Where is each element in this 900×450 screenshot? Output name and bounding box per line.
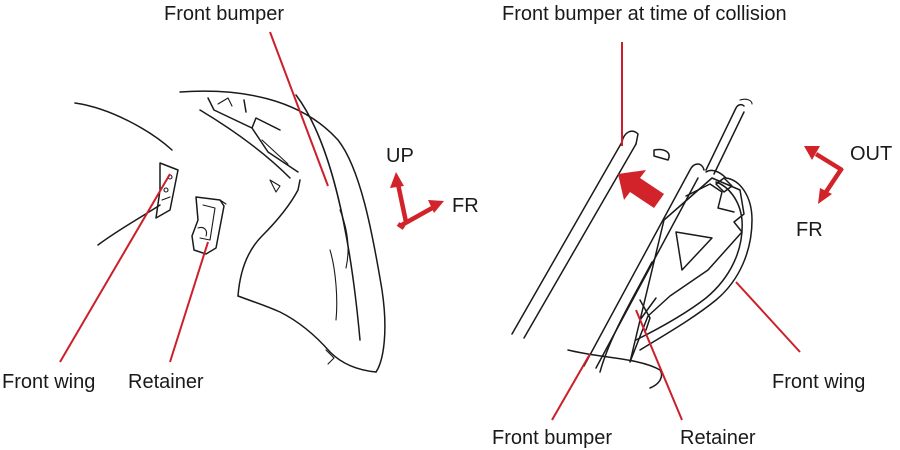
- label-front-wing-left: Front wing: [2, 371, 95, 393]
- arrow-fr-right-icon: [824, 166, 844, 194]
- leader-retainer-left: [169, 241, 209, 363]
- arrow-up-icon: [395, 183, 409, 223]
- label-bumper-at-collision: Front bumper at time of collision: [502, 3, 787, 25]
- bumper-collision-drawing: [511, 130, 670, 339]
- retainer-drawing: [191, 196, 227, 255]
- label-out: OUT: [850, 143, 892, 165]
- leader-front-wing-right: [735, 281, 801, 353]
- direction-indicator-out-fr: [804, 146, 844, 204]
- label-front-bumper-right: Front bumper: [492, 427, 612, 449]
- label-front-bumper-left: Front bumper: [164, 3, 284, 25]
- arrow-fr-right-head-icon: [818, 188, 832, 204]
- label-fr-right: FR: [796, 219, 823, 241]
- label-retainer-right: Retainer: [680, 427, 756, 449]
- arrow-fr-head-icon: [428, 200, 444, 213]
- label-fr-left: FR: [452, 195, 479, 217]
- label-retainer-left: Retainer: [128, 371, 204, 393]
- leader-front-bumper-left: [269, 31, 329, 187]
- arrow-out-head-icon: [804, 146, 820, 160]
- direction-indicator-up-fr: [390, 172, 444, 230]
- leader-front-wing-left: [59, 173, 171, 363]
- label-up: UP: [386, 145, 414, 167]
- bumper-wing-section-drawing: [567, 98, 753, 389]
- right-panel: Front bumper at time of collision OUT FR…: [492, 3, 892, 449]
- collision-arrow-icon: [618, 170, 664, 208]
- front-bumper-drawing: [179, 90, 386, 373]
- front-wing-drawing: [74, 102, 179, 246]
- leader-retainer-right: [635, 309, 683, 421]
- arrow-fr-icon: [398, 205, 436, 228]
- arrow-out-icon: [814, 152, 844, 172]
- left-panel: Front bumper Front wing Retainer UP FR: [2, 3, 479, 393]
- label-front-wing-right: Front wing: [772, 371, 865, 393]
- arrow-up-head-icon: [390, 172, 404, 188]
- leader-front-bumper-right: [551, 353, 591, 421]
